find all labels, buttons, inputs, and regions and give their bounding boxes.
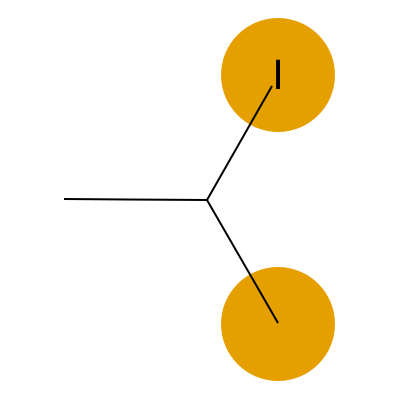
atom-label-iodine: I (272, 53, 284, 99)
highlight-iodine (221, 18, 335, 132)
highlight-methyl (221, 267, 335, 381)
bond-c1-c2 (63, 198, 208, 201)
bond-c2-i (206, 85, 273, 201)
bond-c2-c4 (206, 199, 279, 324)
